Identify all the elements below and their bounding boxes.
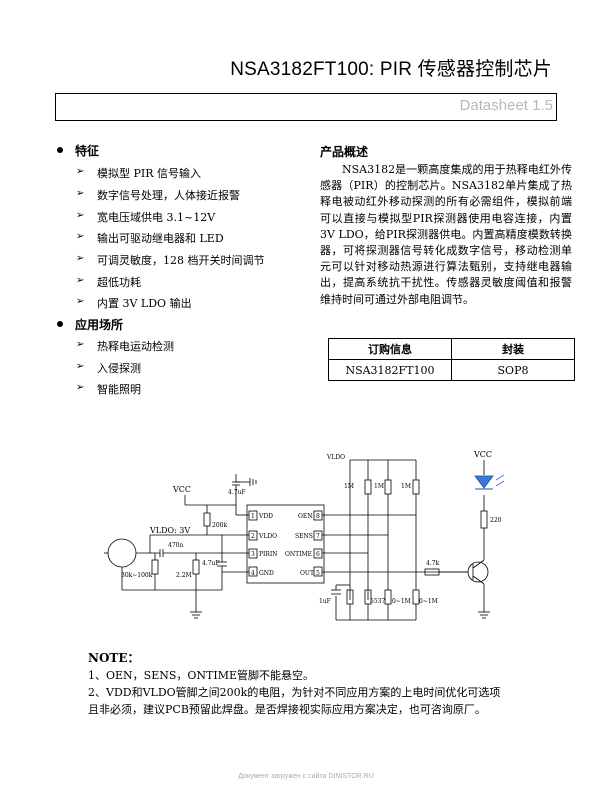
overview-heading: 产品概述 — [320, 145, 369, 159]
document-title: NSA3182FT100: PIR 传感器控制芯片 — [230, 59, 552, 80]
pin-number: 2 — [251, 533, 255, 540]
feature-item: 宽电压域供电 3.1~12V — [97, 211, 216, 224]
pin-name: PIRIN — [259, 551, 278, 558]
pin-number: 1 — [251, 513, 255, 520]
bullet-icon — [57, 321, 63, 327]
pin-name: OUT — [300, 570, 314, 577]
table-cell: NSA3182FT100 — [328, 359, 452, 381]
vcc-label: VCC — [172, 485, 191, 494]
cap-value: 4.7uF — [202, 560, 220, 567]
table-header-cell: 封装 — [451, 338, 575, 360]
datasheet-banner: Datasheet 1.5 — [55, 93, 557, 121]
arrow-bullet-icon: ➢ — [76, 166, 85, 177]
resistor-value: 30k~100k — [121, 572, 153, 579]
resistor-value: 1M — [374, 483, 384, 490]
pin-number: 4 — [251, 570, 255, 577]
vldo-voltage-label: VLDO: 3V — [149, 526, 190, 535]
pin-name: OEN — [298, 513, 313, 520]
feature-item: 输出可驱动继电器和 LED — [97, 232, 224, 245]
cap-value: 1uF — [319, 598, 331, 605]
datasheet-version: Datasheet 1.5 — [459, 97, 553, 114]
pin-number: 3 — [251, 551, 255, 558]
pin-name: ONTIME — [285, 551, 312, 558]
table-row: NSA3182FT100 SOP8 — [328, 359, 575, 381]
resistor-value: 1M — [344, 483, 354, 490]
table-header-row: 订购信息 封装 — [328, 338, 575, 360]
note-heading: NOTE： — [88, 651, 140, 665]
resistor-value: 0~1M — [419, 598, 438, 605]
pin-name: SENS — [295, 533, 313, 540]
note-line: 1、OEN，SENS，ONTIME管脚不能悬空。 — [88, 669, 315, 682]
feature-item: 超低功耗 — [97, 276, 141, 289]
application-schematic: VCC VCC VLDO VLDO: 3V 4.7uF 200k 470n 4.… — [104, 450, 505, 621]
resistor-value: 1M — [401, 483, 411, 490]
features-heading: 特征 — [75, 144, 100, 158]
application-item: 热释电运动检测 — [97, 340, 174, 353]
table-cell: SOP8 — [451, 359, 575, 381]
pin-name: VDD — [258, 513, 273, 520]
vcc-label: VCC — [473, 450, 492, 459]
arrow-bullet-icon: ➢ — [76, 188, 85, 199]
pin-number: 6 — [316, 551, 320, 558]
note-section: NOTE： 1、OEN，SENS，ONTIME管脚不能悬空。 2、VDD和VLD… — [88, 650, 508, 718]
arrow-bullet-icon: ➢ — [76, 253, 85, 264]
feature-item: 内置 3V LDO 输出 — [97, 297, 192, 310]
arrow-bullet-icon: ➢ — [76, 361, 85, 372]
resistor-value: 4.7k — [426, 560, 440, 567]
resistor-value: 2.2M — [176, 572, 192, 579]
cap-value: 470n — [168, 542, 183, 549]
cap-value: 4.7uF — [228, 489, 246, 496]
resistor-value: 5537 — [370, 598, 385, 605]
feature-item: 可调灵敏度，128 档开关时间调节 — [97, 254, 265, 267]
note-line: 2、VDD和VLDO管脚之间200k的电阻，为针对不同应用方案的上电时间优化可选… — [88, 686, 501, 716]
arrow-bullet-icon: ➢ — [76, 275, 85, 286]
ordering-table: 订购信息 封装 NSA3182FT100 SOP8 — [328, 338, 575, 381]
table-header-cell: 订购信息 — [328, 338, 452, 360]
overview-text: NSA3182是一颗高度集成的用于热释电红外传感器（PIR）的控制芯片。NSA3… — [320, 163, 572, 306]
resistor-value: 0~1M — [392, 598, 411, 605]
bullet-icon — [57, 147, 63, 153]
pin-name: VLDO — [258, 533, 277, 540]
feature-item: 模拟型 PIR 信号输入 — [97, 167, 202, 180]
footer-watermark: Документ загружен с сайта DINISTOR.RU — [238, 773, 374, 780]
pin-number: 5 — [316, 570, 320, 577]
applications-heading: 应用场所 — [75, 318, 124, 332]
arrow-bullet-icon: ➢ — [76, 210, 85, 221]
led-icon — [474, 474, 505, 490]
pin-number: 8 — [316, 513, 320, 520]
chip-body — [246, 504, 325, 584]
application-item: 入侵探测 — [97, 362, 141, 375]
arrow-bullet-icon: ➢ — [76, 231, 85, 242]
vldo-label: VLDO — [326, 454, 345, 461]
arrow-bullet-icon: ➢ — [76, 296, 85, 307]
arrow-bullet-icon: ➢ — [76, 339, 85, 350]
arrow-bullet-icon: ➢ — [76, 382, 85, 393]
resistor-value: 200k — [212, 522, 227, 529]
pin-number: 7 — [316, 533, 320, 540]
pin-name: GND — [259, 570, 274, 577]
feature-item: 数字信号处理，人体接近报警 — [97, 189, 240, 202]
application-item: 智能照明 — [97, 383, 141, 396]
resistor-value: 220 — [490, 517, 502, 524]
